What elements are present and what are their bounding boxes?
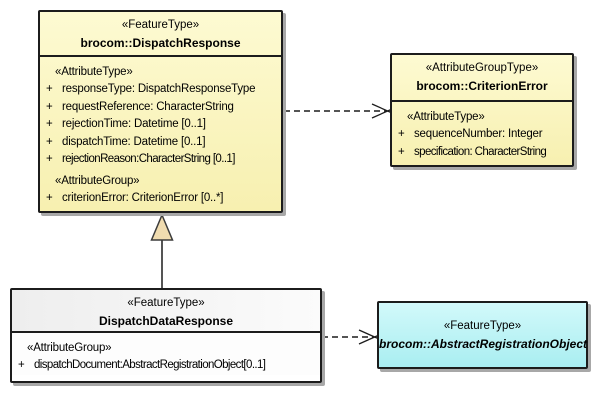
visibility-marker: +: [46, 191, 53, 204]
visibility-marker: +: [46, 135, 53, 148]
class-name: DispatchDataResponse: [98, 314, 234, 328]
attribute-text: specification: CharacterString: [414, 145, 547, 158]
attribute-text: rejectionReason:CharacterString [0..1]: [62, 153, 235, 165]
attribute-row: + dispatchTime: Datetime [0..1]: [40, 134, 281, 152]
class-stereotype: «FeatureType»: [121, 19, 200, 31]
class-name: brocom::DispatchResponse: [80, 36, 241, 50]
attribute-type-heading: «AttributeType»: [55, 66, 133, 78]
attribute-row: + responseType: DispatchResponseType: [40, 81, 281, 99]
attribute-text: requestReference: CharacterString: [62, 100, 234, 113]
attribute-row: + sequenceNumber: Integer: [392, 126, 572, 144]
class-box-abstract-registration-object[interactable]: «FeatureType» brocom::AbstractRegistrati…: [377, 301, 588, 369]
visibility-marker: +: [398, 145, 405, 158]
attribute-row: + requestReference: CharacterString: [40, 99, 281, 117]
class-header: «AttributeGroupType» brocom::CriterionEr…: [392, 55, 572, 102]
attribute-group-heading: «AttributeGroup»: [27, 342, 112, 354]
attribute-text: sequenceNumber: Integer: [414, 128, 543, 140]
hollow-triangle-arrowhead-icon: [150, 213, 174, 241]
class-name: brocom::CriterionError: [416, 79, 548, 93]
attribute-text: responseType: DispatchResponseType: [62, 83, 256, 95]
visibility-marker: +: [398, 128, 405, 140]
dependency-arrow-dispatchresponse-criterionerror[interactable]: [284, 103, 392, 119]
class-box-dispatch-response[interactable]: «FeatureType» brocom::DispatchResponse «…: [38, 10, 283, 213]
attribute-row: + specification: CharacterString: [392, 144, 572, 162]
attribute-type-heading: «AttributeType»: [407, 111, 485, 123]
attribute-row: + rejectionReason:CharacterString [0..1]: [40, 151, 281, 169]
class-header: «FeatureType» DispatchDataResponse: [12, 290, 320, 333]
attribute-text: rejectionTime: Datetime [0..1]: [62, 118, 206, 130]
class-box-criterion-error[interactable]: «AttributeGroupType» brocom::CriterionEr…: [390, 53, 574, 167]
attribute-row: + criterionError: CriterionError [0..*]: [40, 190, 281, 208]
visibility-marker: +: [46, 118, 53, 130]
class-attributes-compartment: «AttributeType» + responseType: Dispatch…: [40, 57, 281, 207]
attribute-text: dispatchDocument:AbstractRegistrationObj…: [34, 359, 266, 371]
class-attributes-compartment: «AttributeGroup» + dispatchDocument:Abst…: [12, 333, 320, 375]
attribute-text: dispatchTime: Datetime [0..1]: [62, 135, 206, 148]
visibility-marker: +: [46, 83, 53, 95]
class-attributes-compartment: «AttributeType» + sequenceNumber: Intege…: [392, 102, 572, 161]
class-stereotype: «AttributeGroupType»: [425, 62, 539, 74]
class-name: brocom::AbstractRegistrationObject: [379, 336, 588, 351]
generalization-arrow-dispatchdataresponse-dispatchresponse[interactable]: [150, 213, 174, 288]
class-header: «FeatureType» brocom::DispatchResponse: [40, 12, 281, 57]
class-stereotype: «FeatureType»: [127, 297, 205, 309]
visibility-marker: +: [46, 100, 53, 113]
attribute-row: + rejectionTime: Datetime [0..1]: [40, 116, 281, 134]
attribute-row: + dispatchDocument:AbstractRegistrationO…: [12, 357, 320, 375]
class-stereotype: «FeatureType»: [443, 319, 522, 332]
attribute-group-heading: «AttributeGroup»: [55, 174, 140, 187]
visibility-marker: +: [18, 359, 25, 371]
attribute-text: criterionError: CriterionError [0..*]: [62, 191, 224, 204]
dependency-arrow-dispatchdataresponse-abstractregistrationobject[interactable]: [322, 329, 379, 345]
class-box-dispatch-data-response[interactable]: «FeatureType» DispatchDataResponse «Attr…: [10, 288, 322, 383]
visibility-marker: +: [46, 153, 53, 165]
